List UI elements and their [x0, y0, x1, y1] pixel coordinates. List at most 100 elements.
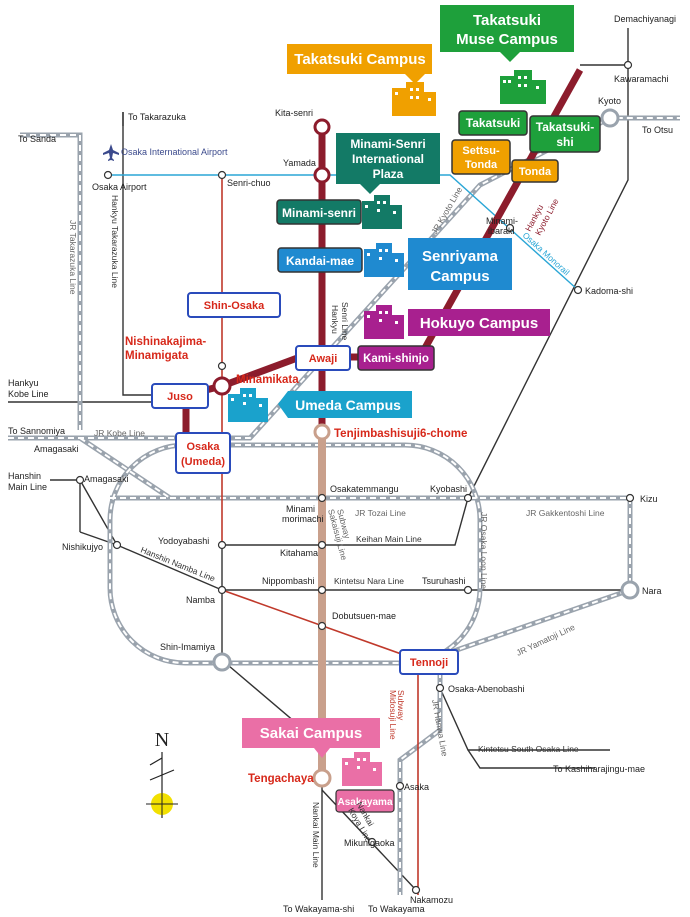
svg-text:Campus: Campus: [430, 268, 489, 285]
station-asakayama: Asakayama: [335, 789, 395, 813]
building-icon-hokuyo: [364, 305, 404, 339]
svg-text:Kawaramachi: Kawaramachi: [614, 74, 669, 84]
svg-text:Kita-senri: Kita-senri: [275, 108, 313, 118]
svg-text:To Kashiharajingu-mae: To Kashiharajingu-mae: [553, 764, 645, 774]
svg-text:Settsu-: Settsu-: [462, 145, 500, 157]
svg-text:Muse Campus: Muse Campus: [456, 31, 558, 48]
svg-text:Nara: Nara: [642, 586, 662, 596]
svg-text:shi: shi: [556, 135, 573, 149]
svg-text:Takatsuki: Takatsuki: [473, 12, 541, 29]
svg-text:Osaka International Airport: Osaka International Airport: [121, 147, 228, 157]
station-labels: Demachiyanagi Kawaramachi Kyoto To Otsu …: [8, 14, 676, 914]
svg-text:Yamada: Yamada: [283, 158, 316, 168]
svg-text:Kyobashi: Kyobashi: [430, 484, 467, 494]
svg-text:Juso: Juso: [167, 391, 193, 403]
svg-text:Awaji: Awaji: [309, 353, 338, 365]
svg-text:Osakatemmangu: Osakatemmangu: [330, 484, 399, 494]
svg-text:To Wakayama: To Wakayama: [368, 904, 425, 914]
svg-text:Minamigata: Minamigata: [125, 350, 189, 362]
building-icon-minami-senri: [362, 195, 402, 229]
building-icon-umeda: [228, 388, 268, 422]
station-minami-senri: Minami-senri: [276, 199, 362, 225]
building-icon-muse: [500, 70, 546, 104]
svg-text:Hankyu Takarazuka Line: Hankyu Takarazuka Line: [110, 195, 120, 288]
svg-text:JR Tozai Line: JR Tozai Line: [355, 508, 406, 518]
svg-text:Osaka-Abenobashi: Osaka-Abenobashi: [448, 684, 525, 694]
svg-text:JR Gakkentoshi Line: JR Gakkentoshi Line: [526, 508, 605, 518]
station-tonda: Tonda: [511, 159, 559, 183]
svg-text:Mikunigaoka: Mikunigaoka: [344, 838, 395, 848]
svg-text:Yodoyabashi: Yodoyabashi: [158, 536, 209, 546]
svg-text:Kandai-mae: Kandai-mae: [286, 254, 354, 268]
campus-labels: Takatsuki Muse Campus Takatsuki Campus M…: [242, 5, 574, 758]
svg-text:Amagasaki: Amagasaki: [84, 474, 129, 484]
campus-sakai: Sakai Campus: [242, 718, 380, 758]
svg-text:Kintetsu Nara Line: Kintetsu Nara Line: [334, 576, 404, 586]
station-shin-osaka: Shin-Osaka: [187, 292, 281, 318]
building-icon-senriyama: [364, 243, 404, 277]
compass-n: N: [155, 729, 169, 751]
svg-text:Kyoto: Kyoto: [598, 96, 621, 106]
station-takatsuki-shi: Takatsuki- shi: [529, 115, 601, 153]
svg-text:Senri-chuo: Senri-chuo: [227, 178, 271, 188]
svg-text:Namba: Namba: [186, 595, 215, 605]
svg-text:Kizu: Kizu: [640, 494, 658, 504]
station-kami-shinjo: Kami-shinjo: [357, 345, 435, 371]
airplane-icon: [103, 144, 119, 161]
svg-text:Demachiyanagi: Demachiyanagi: [614, 14, 676, 24]
svg-text:Kintetsu South Osaka Line: Kintetsu South Osaka Line: [478, 744, 579, 754]
svg-text:Tonda: Tonda: [519, 166, 552, 178]
svg-text:Minami-: Minami-: [486, 216, 518, 226]
svg-text:Tengachaya: Tengachaya: [248, 773, 314, 785]
svg-text:Senri Line: Senri Line: [340, 302, 350, 341]
svg-text:(Umeda): (Umeda): [181, 456, 225, 468]
svg-text:morimachi: morimachi: [282, 514, 324, 524]
svg-text:Minami: Minami: [286, 504, 315, 514]
svg-text:Minami-senri: Minami-senri: [282, 206, 356, 220]
svg-text:Nankai Main Line: Nankai Main Line: [311, 802, 321, 868]
svg-text:To Otsu: To Otsu: [642, 125, 673, 135]
svg-text:Osaka Monorail: Osaka Monorail: [521, 230, 572, 277]
campus-minami-senri-plaza: Minami-Senri International Plaza: [336, 133, 440, 194]
key-station-boxes: Takatsuki Takatsuki- shi Settsu- Tonda T…: [151, 110, 601, 813]
svg-text:JR Osaka Loop Line: JR Osaka Loop Line: [479, 512, 489, 589]
svg-text:Minami-Senri: Minami-Senri: [350, 137, 425, 151]
svg-text:Takatsuki: Takatsuki: [466, 116, 520, 130]
svg-text:Plaza: Plaza: [373, 167, 404, 181]
svg-text:Hanshin: Hanshin: [8, 471, 41, 481]
red-labels: Nishinakajima- Minamigata Minamikata Ten…: [125, 336, 467, 785]
svg-text:Keihan Main Line: Keihan Main Line: [356, 534, 422, 544]
svg-text:To Wakayama-shi: To Wakayama-shi: [283, 904, 354, 914]
station-osaka-umeda: Osaka (Umeda): [175, 432, 231, 474]
station-kandai-mae: Kandai-mae: [277, 247, 363, 273]
svg-text:Asaka: Asaka: [404, 782, 429, 792]
svg-text:Senriyama: Senriyama: [422, 248, 499, 265]
svg-text:JR Hanwa Line: JR Hanwa Line: [430, 699, 450, 758]
svg-text:Osaka Airport: Osaka Airport: [92, 182, 147, 192]
svg-text:Dobutsuen-mae: Dobutsuen-mae: [332, 611, 396, 621]
svg-text:To Sanda: To Sanda: [18, 134, 56, 144]
building-icons: [228, 70, 546, 786]
svg-text:Asakayama: Asakayama: [337, 797, 392, 808]
svg-text:JR Kobe Line: JR Kobe Line: [94, 428, 145, 438]
small-stations: [75, 60, 635, 895]
svg-text:JR Takarazuka Line: JR Takarazuka Line: [68, 220, 78, 295]
svg-text:Hankyu: Hankyu: [330, 305, 340, 334]
campus-senriyama: Senriyama Campus: [408, 238, 512, 290]
line-labels: JR Takarazuka Line Hankyu Takarazuka Lin…: [68, 185, 605, 868]
building-icon-takatsuki: [392, 82, 436, 116]
svg-text:Hokuyo Campus: Hokuyo Campus: [420, 315, 538, 332]
station-juso: Juso: [151, 383, 209, 409]
station-awaji: Awaji: [295, 345, 351, 371]
campus-takatsuki: Takatsuki Campus: [287, 44, 432, 84]
svg-text:Nakamozu: Nakamozu: [410, 895, 453, 905]
svg-text:Hanshin Namba Line: Hanshin Namba Line: [139, 545, 217, 584]
svg-text:Kobe Line: Kobe Line: [8, 389, 49, 399]
svg-text:To Takarazuka: To Takarazuka: [128, 112, 186, 122]
compass-icon: N: [146, 729, 178, 818]
svg-text:Minamikata: Minamikata: [236, 374, 299, 386]
svg-text:Nishinakajima-: Nishinakajima-: [125, 336, 206, 348]
svg-text:Shin-Imamiya: Shin-Imamiya: [160, 642, 215, 652]
svg-text:Main Line: Main Line: [8, 482, 47, 492]
